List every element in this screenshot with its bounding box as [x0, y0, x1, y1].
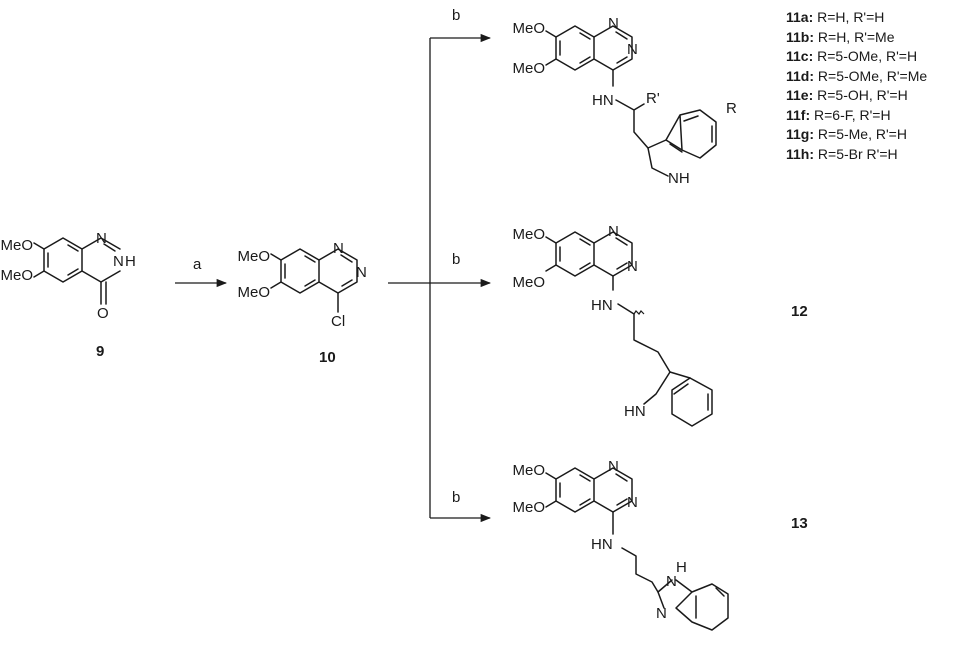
c10-cl: Cl	[331, 313, 345, 330]
step-a-reagent: a	[193, 256, 202, 273]
c11-meo-top: MeO	[512, 20, 545, 37]
c13-meo-top: MeO	[512, 462, 545, 479]
step-b-reagent-bottom: b	[452, 489, 460, 506]
c13-n1: N	[608, 458, 619, 475]
c13-imidazole-h: H	[676, 559, 687, 576]
c9-carbonyl-o: O	[97, 305, 109, 322]
legend-row-11c: 11c: R=5-OMe, R'=H	[786, 48, 918, 64]
compound-9-structure	[33, 237, 121, 305]
legend-row-11h: 11h: R=5-Br R'=H	[786, 145, 898, 162]
c13-imidazole-n-bottom: N	[656, 605, 667, 622]
compound-12-label: 12	[791, 303, 808, 320]
c11-r: R	[726, 100, 737, 117]
c10-meo-top: MeO	[237, 248, 270, 265]
compound-13-structure	[545, 467, 729, 631]
c11-indole-nh: NH	[668, 170, 690, 187]
step-b-arrows	[388, 33, 492, 523]
c12-meo-top: MeO	[512, 226, 545, 243]
c9-nh: H	[125, 253, 136, 270]
c12-hn: HN	[591, 297, 613, 314]
c12-stereo-wavy-bond	[633, 310, 645, 315]
c9-n-nh: N	[113, 253, 124, 270]
compound-11-substituent-legend: 11a: R=H, R'=H 11b: R=H, R'=Me 11c: R=5-…	[786, 8, 927, 164]
c10-meo-bottom: MeO	[237, 284, 270, 301]
compound-10-label: 10	[319, 349, 336, 366]
step-b-reagent-top: b	[452, 7, 460, 24]
c12-n3: N	[627, 258, 638, 275]
c9-meo-bottom: MeO	[0, 267, 33, 284]
c11-n1: N	[608, 15, 619, 32]
legend-row-11e: 11e: R=5-OH, R'=H	[786, 87, 908, 103]
c12-meo-bottom: MeO	[512, 274, 545, 291]
c11-hn: HN	[592, 92, 614, 109]
c9-meo-top: MeO	[0, 237, 33, 254]
compound-13-label: 13	[791, 515, 808, 532]
compound-12-structure	[545, 231, 713, 427]
compound-10-structure	[270, 248, 358, 313]
c13-imidazole-n-top: N	[666, 573, 677, 590]
legend-row-11a: 11a: R=H, R'=H	[786, 9, 885, 25]
legend-row-11g: 11g: R=5-Me, R'=H	[786, 126, 907, 142]
compound-11-structure	[545, 25, 717, 177]
c11-n3: N	[627, 41, 638, 58]
c13-n3: N	[627, 494, 638, 511]
c13-hn: HN	[591, 536, 613, 553]
c11-r-prime: R'	[646, 90, 660, 107]
c10-n3: N	[356, 264, 367, 281]
legend-row-11f: 11f: R=6-F, R'=H	[786, 106, 891, 123]
c13-meo-bottom: MeO	[512, 499, 545, 516]
legend-row-11b: 11b: R=H, R'=Me	[786, 28, 895, 45]
c10-n1: N	[333, 240, 344, 257]
step-b-reagent-middle: b	[452, 251, 460, 268]
legend-row-11d: 11d: R=5-OMe, R'=Me	[786, 67, 928, 84]
c9-n3: N	[96, 230, 107, 247]
c12-n1: N	[608, 223, 619, 240]
c11-meo-bottom: MeO	[512, 60, 545, 77]
compound-9-label: 9	[96, 343, 104, 360]
c12-indole-hn: HN	[624, 403, 646, 420]
